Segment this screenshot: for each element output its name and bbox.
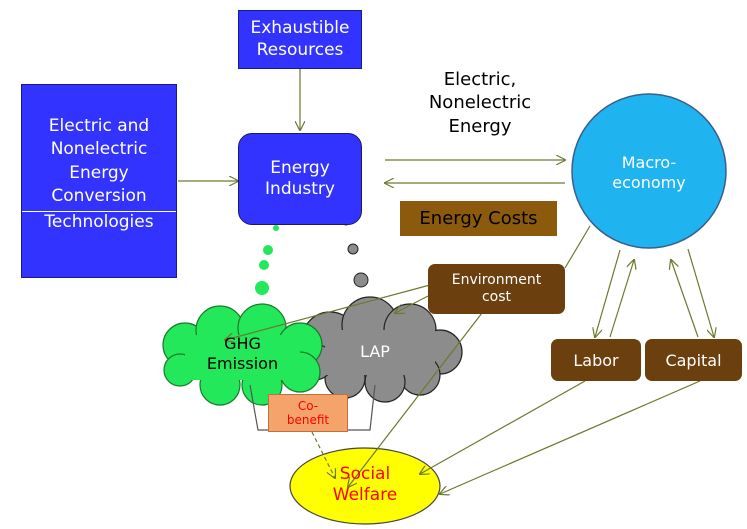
ghg-emission-label: GHG Emission: [206, 334, 279, 373]
conversion-label: Electric and Nonelectric Energy Conversi…: [48, 116, 150, 207]
arrow-envcost-to-ghg: [225, 284, 431, 340]
macroeconomy-circle: [571, 93, 727, 249]
technologies-label: Technologies: [44, 211, 154, 232]
arrow-macro-to-capital: [687, 248, 714, 337]
energy-costs-label: Energy Costs: [419, 208, 538, 229]
cobenefit-label: Co- benefit: [286, 398, 330, 427]
arrow-capital-to-welfare: [440, 380, 701, 494]
arrow-cobenefit-to-welfare: [311, 431, 335, 478]
cobenefit-box: Co- benefit: [268, 394, 348, 432]
emission-bubbles: [255, 218, 369, 295]
exhaustible-resources-label: Exhaustible Resources: [250, 18, 350, 60]
capital-box: Capital: [645, 339, 742, 381]
arrow-macro-to-labor: [595, 249, 621, 337]
energy-industry-box: Energy Industry: [238, 133, 362, 225]
conversion-technologies-box: Electric and Nonelectric Energy Conversi…: [21, 84, 177, 278]
conversion-divider: [22, 210, 176, 212]
capital-label: Capital: [665, 350, 722, 370]
labor-box: Labor: [551, 339, 641, 381]
energy-industry-label: Energy Industry: [265, 157, 335, 199]
arrow-macro-to-envcost: [564, 225, 591, 269]
social-welfare-label: Social Welfare: [332, 464, 398, 506]
lap-label: LAP: [360, 342, 390, 361]
macroeconomy-label: Macro- economy: [612, 153, 686, 192]
arrow-envcost-to-lap: [395, 293, 433, 313]
arrow-capital-to-macro: [671, 260, 699, 338]
energy-flow-label: Electric, Nonelectric Energy: [428, 69, 532, 137]
exhaustible-resources-box: Exhaustible Resources: [238, 10, 362, 69]
arrow-envcost-to-welfare: [348, 312, 483, 487]
labor-label: Labor: [573, 350, 619, 370]
environment-cost-box: Environment cost: [428, 264, 565, 314]
energy-costs-box: Energy Costs: [400, 201, 557, 236]
lap-cloud: [296, 296, 463, 403]
environment-cost-label: Environment cost: [451, 271, 542, 306]
arrow-labor-to-macro: [609, 260, 634, 338]
arrow-labor-to-welfare: [420, 380, 586, 474]
